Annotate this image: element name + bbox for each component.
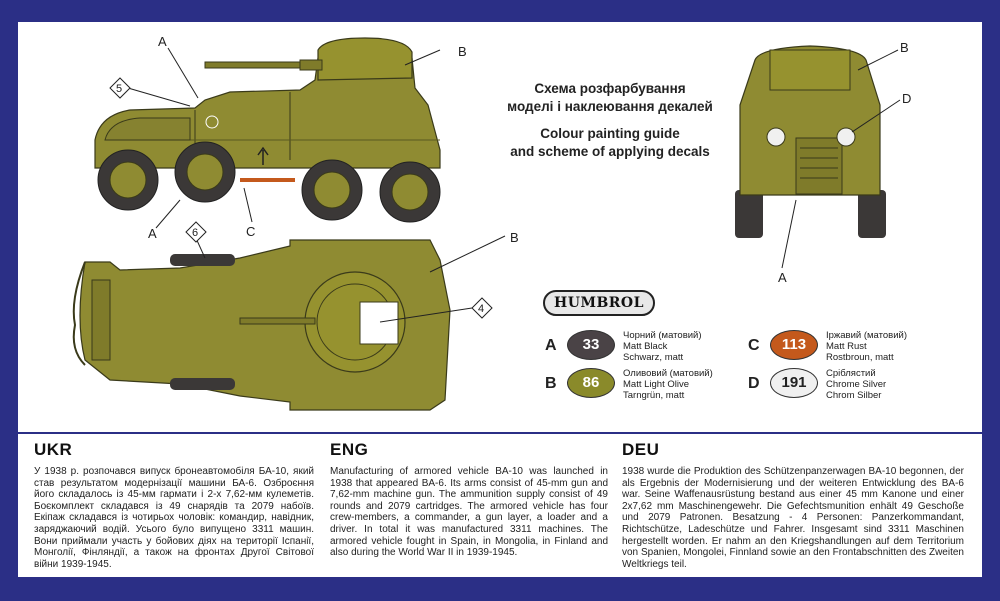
color-name-de: Rostbroun, matt: [826, 352, 894, 363]
callout-5: 5: [116, 83, 122, 95]
heading-ua-line1: Схема розфарбування: [534, 81, 686, 96]
heading-ukrainian: Схема розфарбування моделі і наклеювання…: [478, 80, 742, 116]
color-name-de: Chrom Silber: [826, 390, 882, 401]
heading-en-line1: Colour painting guide: [540, 126, 680, 141]
humbrol-logo: HUMBROL: [543, 290, 655, 316]
callout-c: C: [246, 224, 255, 239]
section-title: ENG: [330, 440, 369, 459]
callout-4: 4: [478, 303, 484, 315]
callout-a-bottom: A: [148, 226, 157, 241]
front-view-illustration: B D A: [735, 40, 911, 285]
callout-a-front: A: [778, 270, 787, 285]
color-letter: C: [748, 337, 760, 354]
color-names: Чорний (матовий) Matt Black Schwarz, mat…: [623, 330, 702, 363]
vehicle-drawings: A 5 A C B 6 B: [72, 34, 911, 411]
color-name-de: Schwarz, matt: [623, 352, 684, 363]
color-names: Іржавий (матовий) Matt Rust Rostbroun, m…: [826, 330, 907, 363]
color-name-ua: Оливовий (матовий): [623, 368, 713, 379]
section-text: У 1938 р. розпочався випуск бронеавтомоб…: [34, 466, 314, 570]
heading-ua-line2: моделі і наклеювання декалей: [507, 99, 713, 114]
paint-chip: 33: [567, 330, 615, 360]
callout-6: 6: [192, 227, 198, 239]
paint-chip: 113: [770, 330, 818, 360]
paint-chip: 191: [770, 368, 818, 398]
color-names: Сріблястий Chrome Silver Chrom Silber: [826, 368, 886, 401]
section-title: UKR: [34, 440, 73, 459]
heading-english: Colour painting guide and scheme of appl…: [478, 125, 742, 161]
color-name-ua: Чорний (матовий): [623, 330, 702, 341]
color-letter: B: [545, 375, 557, 392]
section-title: DEU: [622, 440, 660, 459]
color-name-de: Tarngrün, matt: [623, 390, 685, 401]
color-name-ua: Сріблястий: [826, 368, 876, 379]
color-name-en: Matt Light Olive: [623, 379, 689, 390]
heading-en-line2: and scheme of applying decals: [510, 144, 710, 159]
section-deu: DEU 1938 wurde die Produktion des Schütz…: [622, 440, 964, 570]
color-letter: D: [748, 375, 760, 392]
color-letter: A: [545, 337, 557, 354]
side-view-illustration: A 5 A C B: [94, 34, 467, 241]
section-ukr: UKR У 1938 р. розпочався випуск бронеавт…: [34, 440, 314, 570]
color-name-en: Matt Black: [623, 341, 668, 352]
section-text: 1938 wurde die Produktion des Schützenpa…: [622, 466, 964, 570]
color-name-en: Chrome Silver: [826, 379, 887, 390]
color-name-en: Matt Rust: [826, 341, 867, 352]
top-view-illustration: 6 B 4: [72, 221, 519, 411]
color-names: Оливовий (матовий) Matt Light Olive Tarn…: [623, 368, 713, 401]
callout-b-front: B: [900, 40, 909, 55]
callout-d: D: [902, 91, 911, 106]
callout-b-side: B: [458, 44, 467, 59]
callout-a-top: A: [158, 34, 167, 49]
section-text: Manufacturing of armored vehicle BA-10 w…: [330, 466, 608, 559]
paint-chip: 86: [567, 368, 615, 398]
divider-line: [0, 432, 1000, 434]
color-name-ua: Іржавий (матовий): [826, 330, 907, 341]
callout-b-top: B: [510, 230, 519, 245]
section-eng: ENG Manufacturing of armored vehicle BA-…: [330, 440, 608, 559]
